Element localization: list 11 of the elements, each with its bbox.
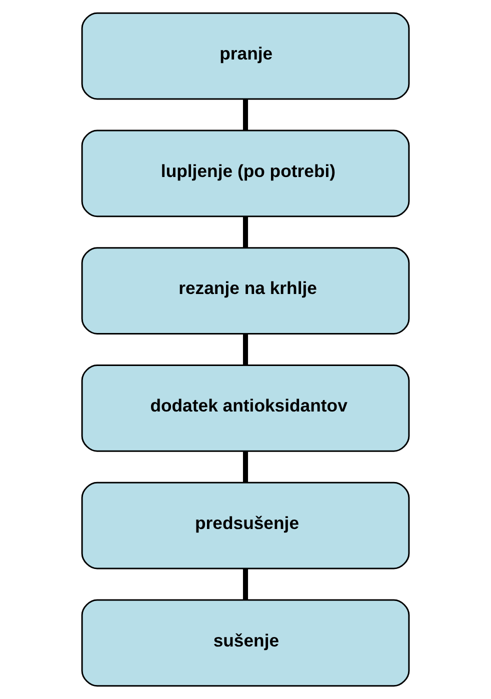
connector: [242, 451, 248, 482]
node-box: rezanje na krhlje: [81, 247, 410, 334]
connector: [242, 334, 248, 365]
node-box: predsušenje: [81, 482, 410, 570]
node-box: sušenje: [81, 599, 410, 687]
connector: [242, 216, 248, 248]
node-box: pranje: [81, 12, 410, 100]
node-box: dodatek antioksidantov: [81, 364, 410, 452]
node-box: lupljenje (po potrebi): [81, 130, 410, 218]
connector: [242, 568, 248, 600]
connector: [242, 99, 248, 130]
